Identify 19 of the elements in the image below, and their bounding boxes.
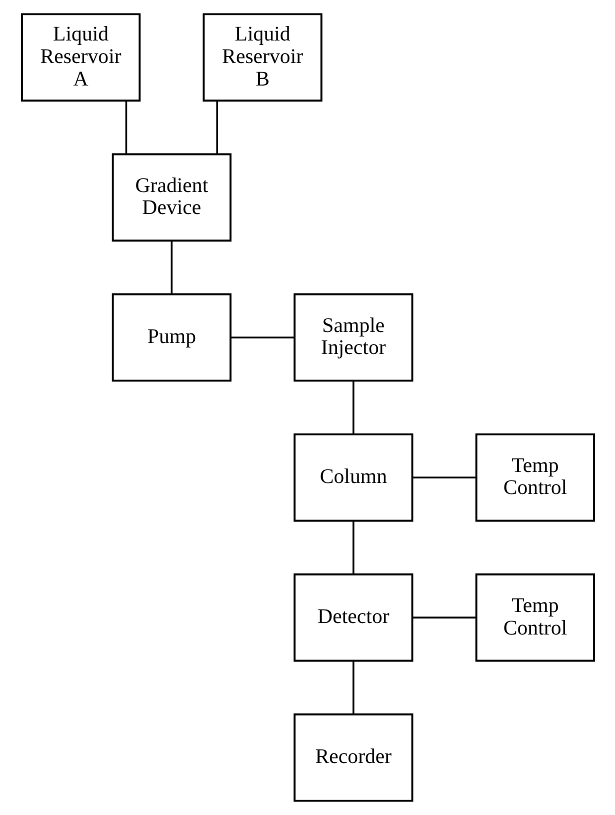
connector: [352, 521, 354, 574]
node-box: Liquid Reservoir B: [202, 13, 322, 102]
node-box: Temp Control: [474, 433, 594, 522]
connector: [412, 616, 476, 618]
node-box: Recorder: [293, 713, 413, 802]
node-box: Sample Injector: [293, 293, 413, 382]
connector: [230, 336, 294, 338]
node-box: Pump: [111, 293, 231, 382]
node-box: Column: [293, 433, 413, 522]
connector: [352, 381, 354, 434]
connector: [412, 476, 476, 478]
node-box: Detector: [293, 573, 413, 662]
node-box: Gradient Device: [111, 153, 231, 242]
connector: [124, 100, 127, 154]
connector: [170, 240, 172, 294]
node-box: Temp Control: [474, 573, 594, 662]
node-box: Liquid Reservoir A: [20, 13, 140, 102]
connector: [352, 661, 354, 714]
connector: [216, 100, 218, 154]
